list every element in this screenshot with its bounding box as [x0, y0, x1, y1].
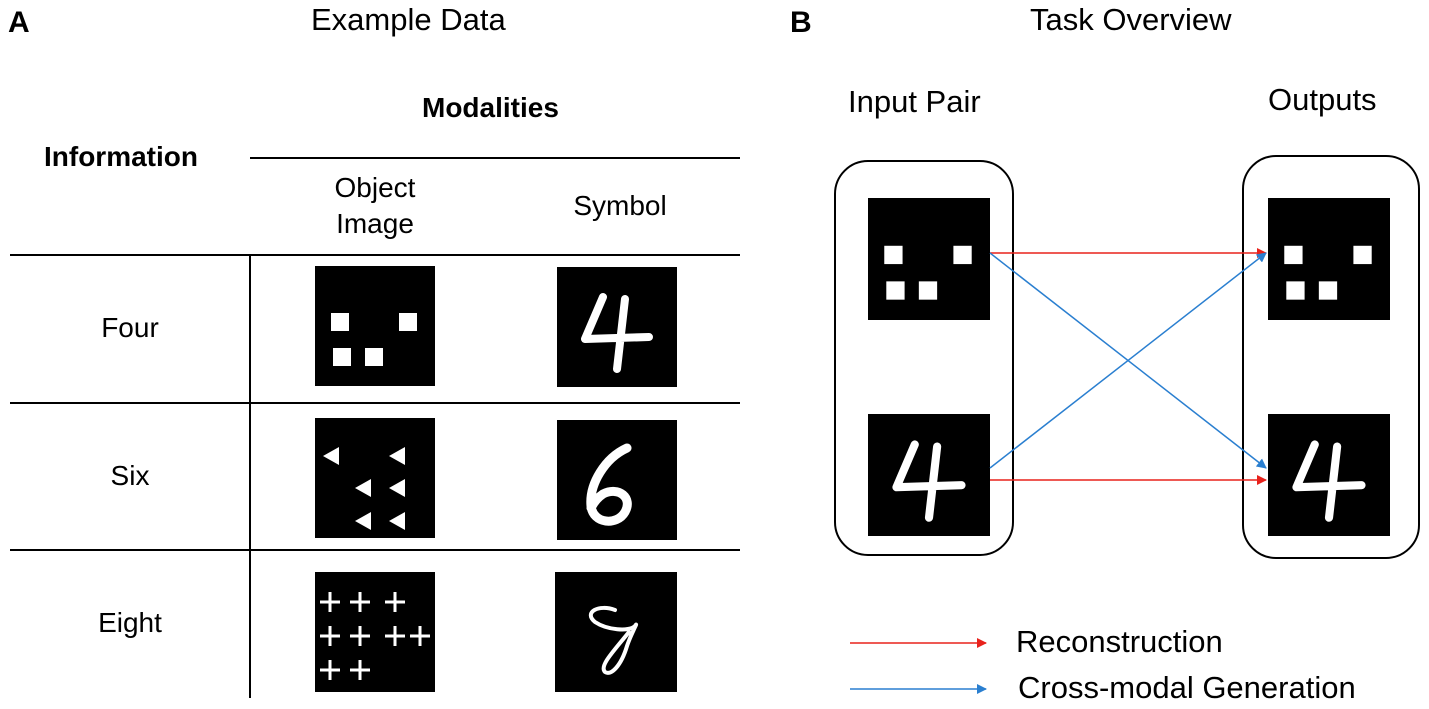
column-header-symbol: Symbol [573, 190, 667, 221]
input-image-digit-4 [868, 414, 990, 536]
legend-reconstruction-label: Reconstruction [1016, 624, 1223, 659]
object-image-eight-crosses [315, 572, 435, 692]
modalities-header: Modalities [422, 92, 559, 123]
symbol-image-digit-4 [557, 267, 677, 387]
modalities-rule [250, 157, 740, 159]
panel-a-letter: A [8, 6, 30, 39]
cross-modal-arrow-symbol-to-image [989, 252, 1267, 469]
object-image-four-squares [315, 266, 435, 386]
output-image-four-squares [1268, 198, 1390, 320]
table-row-rule-2 [10, 549, 740, 551]
table-column-rule [249, 254, 251, 698]
row-label-four: Four [101, 312, 159, 343]
outputs-group [1242, 155, 1420, 559]
table-row-rule-1 [10, 402, 740, 404]
panel-b-letter: B [790, 6, 812, 39]
symbol-image-digit-8 [555, 572, 677, 692]
input-pair-group [834, 160, 1014, 556]
row-label-six: Six [110, 460, 150, 491]
panel-b-title: Task Overview [1030, 2, 1232, 37]
symbol-image-digit-6 [557, 420, 677, 540]
input-image-four-squares [868, 198, 990, 320]
table-header-rule [10, 254, 740, 256]
information-header: Information [44, 141, 198, 172]
output-image-digit-4 [1268, 414, 1390, 536]
input-pair-label: Input Pair [848, 84, 981, 119]
panel-a-title: Example Data [311, 2, 506, 37]
object-image-six-triangles [315, 418, 435, 538]
column-header-object-line2: Image [336, 208, 414, 239]
row-label-eight: Eight [98, 607, 162, 638]
column-header-object-line1: Object [334, 172, 416, 203]
outputs-label: Outputs [1268, 82, 1377, 117]
legend-cross-modal-label: Cross-modal Generation [1018, 670, 1356, 705]
column-header-object-image: Object Image [300, 170, 450, 242]
